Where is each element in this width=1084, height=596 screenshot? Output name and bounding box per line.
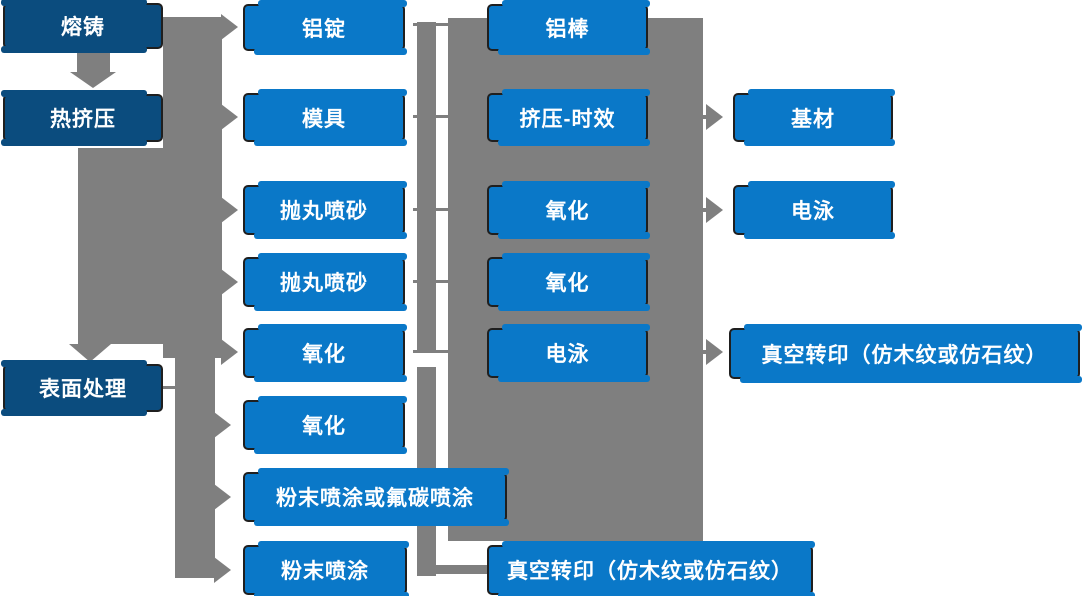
node-yanghua-c3-2: 氧化: [487, 253, 650, 311]
arrow-to-jicai: [706, 104, 723, 130]
connector-left-wide-bar: [78, 148, 166, 344]
node-zhenkong-c4: 真空转印（仿木纹或仿石纹）: [729, 324, 1082, 383]
node-muju: 模具: [243, 89, 407, 146]
connector-tick-row4: [413, 280, 448, 283]
arrow-down-to-rejiya: [70, 72, 116, 88]
arrow-down-to-biaomianchuli: [69, 344, 111, 362]
arrow-to-dianyong-c4: [706, 197, 723, 223]
node-yanghua-c3-1: 氧化: [487, 181, 650, 239]
arrow-to-fenmo-futan: [214, 484, 231, 510]
node-fenmo-futan: 粉末喷涂或氟碳喷涂: [243, 468, 509, 526]
node-paowan-1: 抛丸喷砂: [243, 181, 407, 239]
arrow-to-paowan-2: [221, 269, 238, 295]
node-dianyong-c3: 电泳: [487, 324, 650, 382]
node-rejiya: 热挤压: [1, 90, 163, 146]
node-jicai: 基材: [733, 89, 895, 146]
arrow-to-zhenkong-c4: [706, 339, 723, 365]
node-lubang: 铝棒: [487, 0, 650, 55]
arrow-to-yanghua-c2-1: [221, 339, 238, 365]
connector-left-lower-bar: [175, 353, 215, 578]
node-yanghua-c2-1: 氧化: [243, 324, 407, 382]
connector-tick-row2: [413, 115, 448, 118]
connector-tick-row1: [413, 23, 448, 26]
node-fenmo: 粉末喷涂: [243, 541, 409, 596]
arrow-to-fenmo: [214, 557, 231, 583]
arrow-to-paowan-1: [221, 197, 238, 223]
connector-bottom-link: [417, 565, 487, 574]
arrow-to-muju: [221, 104, 238, 130]
connector-tick-row3: [413, 208, 448, 211]
node-dianyong-c4: 电泳: [733, 181, 895, 239]
node-jiya-shixiao: 挤压-时效: [487, 89, 650, 146]
connector-rongzhu-down-shaft: [77, 50, 110, 72]
node-paowan-2: 抛丸喷砂: [243, 253, 407, 311]
arrow-to-luding: [221, 14, 238, 40]
node-yanghua-c2-2: 氧化: [243, 396, 407, 454]
node-luding: 铝锭: [243, 0, 407, 55]
node-zhenkong-c3: 真空转印（仿木纹或仿石纹）: [487, 541, 815, 596]
arrow-to-yanghua-c2-2: [214, 412, 231, 438]
connector-tick-row5: [413, 350, 448, 353]
connector-biaomianchuli-stub: [163, 386, 177, 389]
node-biaomianchuli: 表面处理: [1, 360, 163, 416]
connector-mid-bar-upper: [417, 22, 436, 353]
node-rongzhu: 熔铸: [1, 0, 163, 53]
connector-main-left-bar: [163, 17, 222, 358]
